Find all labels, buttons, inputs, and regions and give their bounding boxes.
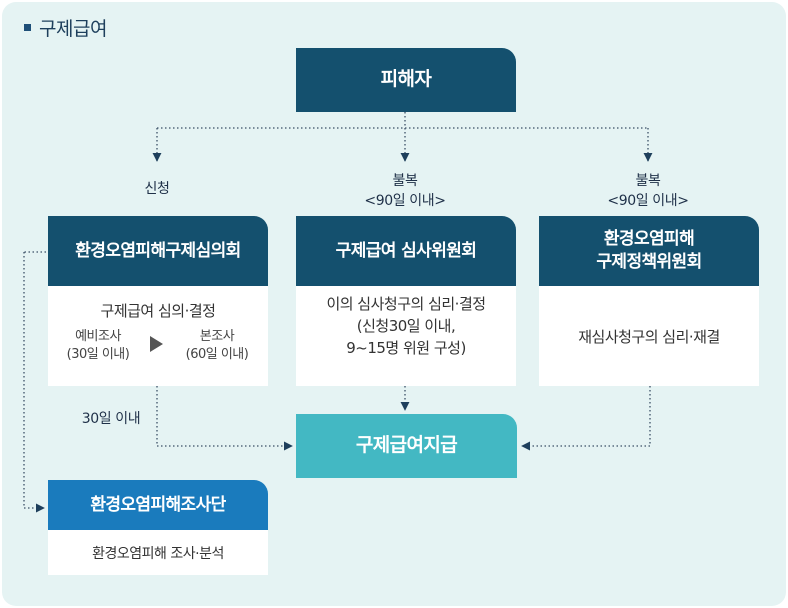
main-title: 본조사 [199,329,235,344]
review-committee-body: 이의 심사청구의 심리·결정 (신청30일 이내, 9~15명 위원 구성) [296,286,516,386]
review-desc-line1: 이의 심사청구의 심리·결정 [326,295,486,313]
section-title: 구제급여 [24,14,107,41]
within-30-days-label: 30일 이내 [81,411,141,427]
investigation-team-header: 환경오염피해조사단 [48,480,268,530]
policy-title-line1: 환경오염피해 [603,229,695,250]
policy-committee-body: 재심사청구의 심리·재결 [539,286,759,386]
investigation-team-body: 환경오염피해 조사·분석 [48,530,268,575]
relief-council-title: 환경오염피해구제심의회 [75,240,241,261]
right-triangle-icon [150,336,163,352]
relief-council-desc: 구제급여 심의·결정 [100,302,216,320]
main-survey: 본조사 (60일 이내) [172,328,262,364]
investigation-team-title: 환경오염피해조사단 [90,494,226,515]
appeal2-period: <90일 이내> [607,192,689,209]
relief-council-header: 환경오염피해구제심의회 [48,216,268,286]
payment-box: 구제급여지급 [296,414,517,478]
main-period: (60일 이내) [185,347,249,363]
victim-box: 피해자 [296,48,516,112]
appeal2-label: 불복 <90일 이내> [588,172,708,211]
policy-desc: 재심사청구의 심리·재결 [578,327,720,346]
apply-label: 신청 [144,181,170,197]
prelim-period: (30일 이내) [66,347,130,363]
square-bullet-icon [24,24,31,31]
appeal1-label: 불복 <90일 이내> [345,172,465,211]
appeal1-text: 불복 [392,173,418,189]
review-committee-header: 구제급여 심사위원회 [296,216,516,286]
payment-label: 구제급여지급 [355,434,458,457]
prelim-title: 예비조사 [75,329,121,344]
investigation-team-desc: 환경오염피해 조사·분석 [92,545,224,562]
review-desc-line2: (신청30일 이내, [356,316,456,335]
policy-committee-header: 환경오염피해 구제정책위원회 [539,216,759,286]
policy-title-line2: 구제정책위원회 [596,252,702,272]
victim-label: 피해자 [380,68,432,91]
section-title-text: 구제급여 [39,18,107,40]
appeal2-text: 불복 [635,173,661,189]
prelim-survey: 예비조사 (30일 이내) [56,328,140,364]
appeal1-period: <90일 이내> [364,192,446,209]
review-desc-line3: 9~15명 위원 구성) [346,338,466,357]
review-committee-title: 구제급여 심사위원회 [335,240,477,261]
